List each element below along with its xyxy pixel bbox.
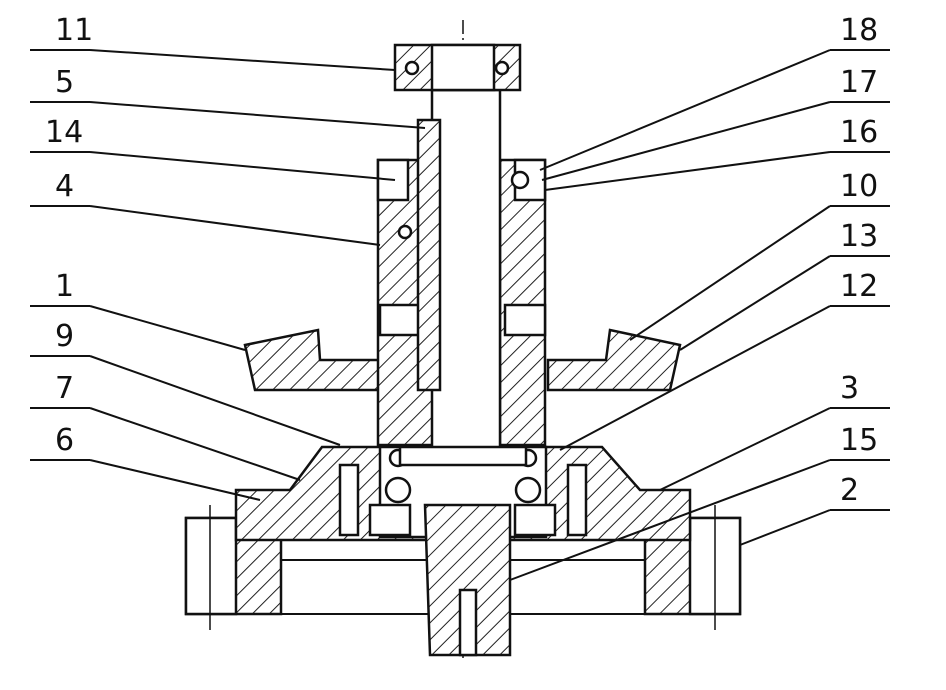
label-7: 7 (55, 371, 74, 406)
label-17: 17 (840, 65, 878, 100)
ball-bearings (338, 448, 588, 537)
right-arm (546, 328, 682, 392)
label-13: 13 (840, 219, 878, 254)
label-14: 14 (45, 115, 83, 150)
label-9: 9 (55, 319, 74, 354)
label-16: 16 (840, 115, 878, 150)
label-12: 12 (840, 269, 878, 304)
left-callouts: 11 5 14 4 1 9 7 6 (30, 13, 426, 501)
label-6: 6 (55, 423, 74, 458)
lower-shaft (423, 503, 512, 657)
label-4: 4 (55, 169, 74, 204)
label-3: 3 (840, 371, 859, 406)
label-11: 11 (55, 13, 93, 48)
label-1: 1 (55, 269, 74, 304)
label-18: 18 (840, 13, 878, 48)
right-callouts: 18 17 16 10 13 12 3 15 2 (509, 13, 890, 581)
sleeve (416, 118, 442, 392)
label-10: 10 (840, 169, 878, 204)
shaft (430, 88, 502, 452)
label-15: 15 (840, 423, 878, 458)
label-5: 5 (55, 65, 74, 100)
shaft-collar (398, 445, 528, 467)
label-2: 2 (840, 473, 859, 508)
left-arm (243, 328, 382, 392)
